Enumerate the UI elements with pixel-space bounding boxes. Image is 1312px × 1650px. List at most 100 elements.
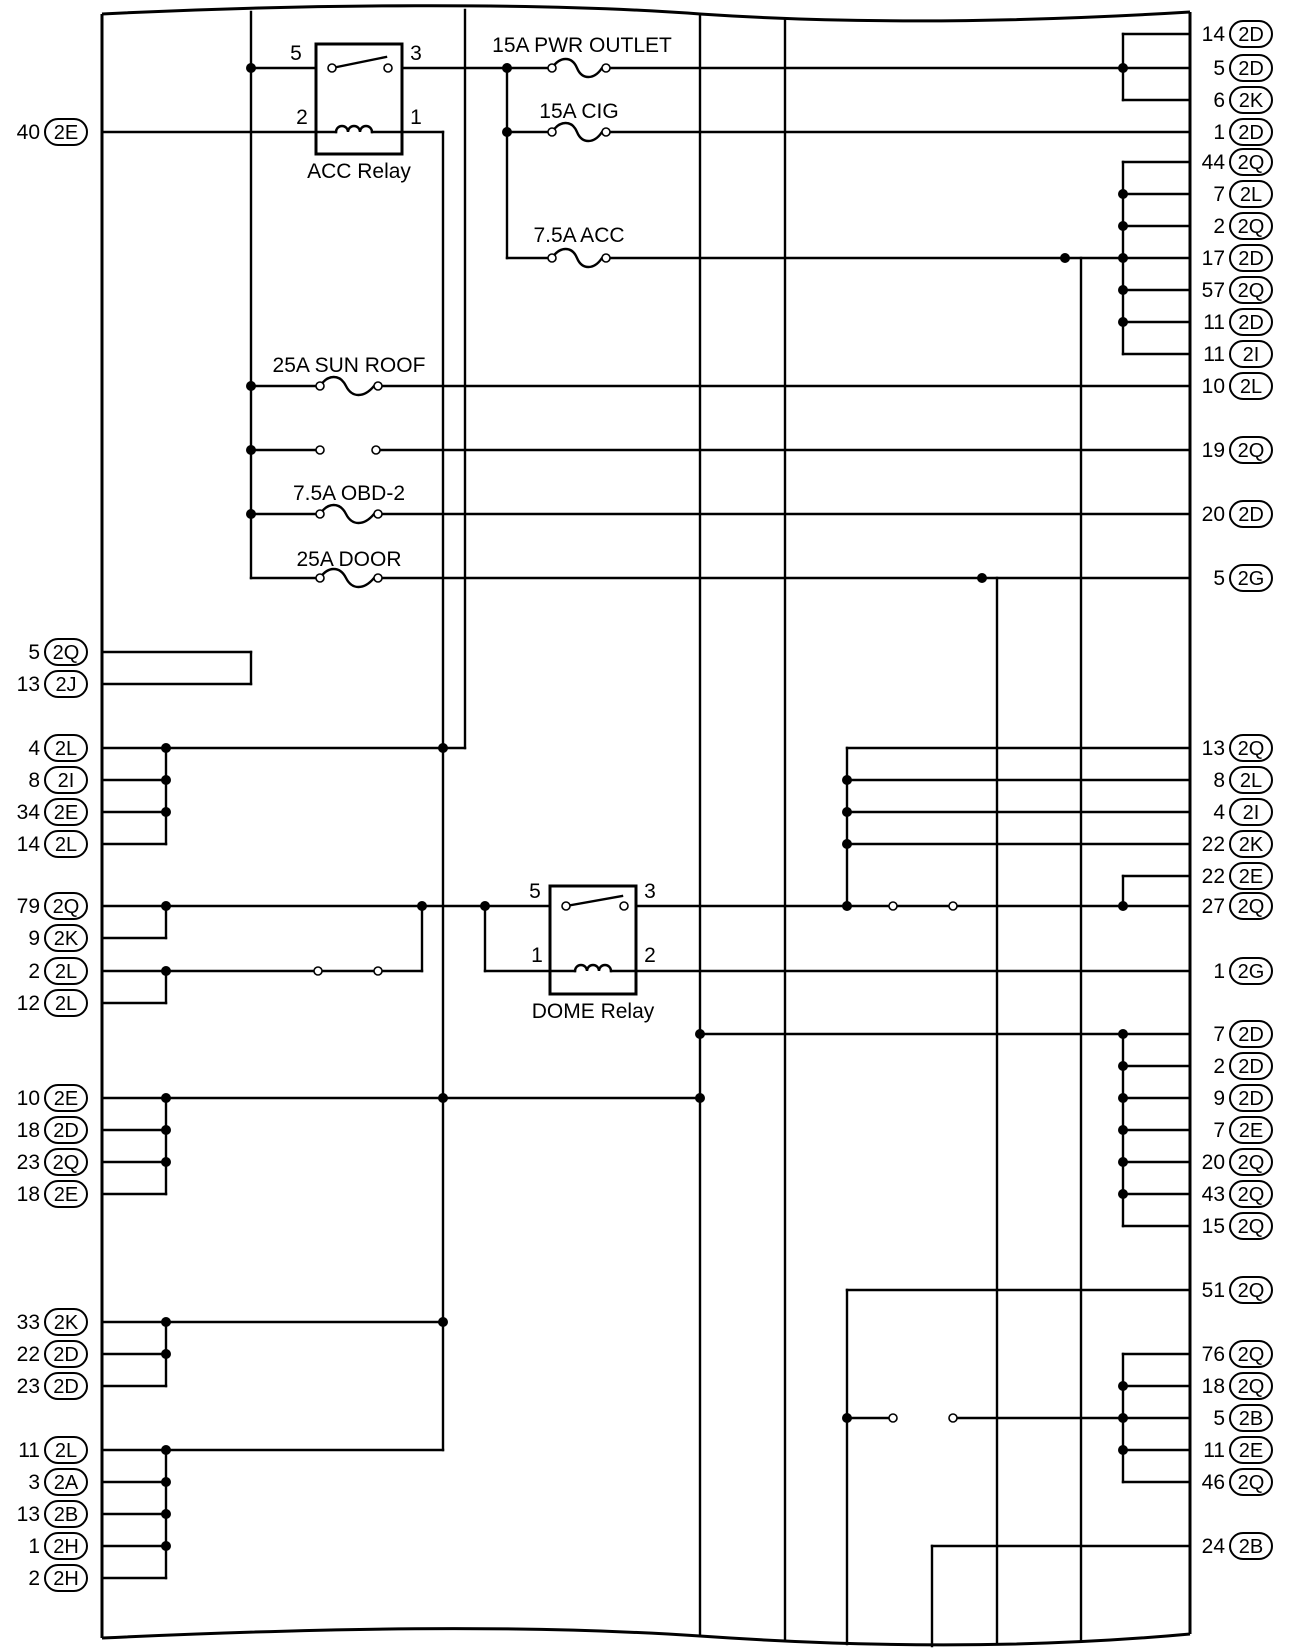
- dome-relay-pin-1: 1: [531, 944, 543, 967]
- connector-badge: [1229, 1052, 1273, 1080]
- connector-pin-number: 4: [28, 737, 40, 760]
- connector-pin-number: 13: [1202, 737, 1225, 760]
- junction-dot: [502, 127, 512, 137]
- fuse-sun-roof-symbol: [315, 375, 383, 397]
- connector-pin-number: 18: [1202, 1375, 1225, 1398]
- connector-badge: [44, 798, 88, 826]
- connector-code: 2H: [53, 1568, 79, 1590]
- junction-dot: [1118, 285, 1128, 295]
- connector-code: 2D: [1238, 504, 1264, 526]
- connector-code: 2I: [58, 770, 75, 792]
- short-link-right: [888, 901, 958, 911]
- connector-code: 2E: [54, 122, 78, 144]
- connector-badge: [44, 766, 88, 794]
- dome-relay-pin-2: 2: [644, 944, 656, 967]
- dome-relay-label: DOME Relay: [532, 1000, 655, 1023]
- connector-code: 2Q: [1238, 1280, 1265, 1302]
- connector-code: 2B: [54, 1504, 78, 1526]
- connector-badge: [1229, 244, 1273, 272]
- connector-pin-number: 46: [1202, 1471, 1225, 1494]
- fuse-label-pwr-outlet: 15A PWR OUTLET: [492, 34, 672, 57]
- connector-pin-number: 22: [1202, 865, 1225, 888]
- connector-badge: [44, 830, 88, 858]
- connector-badge: [1229, 372, 1273, 400]
- connector-badge: [1229, 86, 1273, 114]
- connector-code: 2Q: [1238, 1376, 1265, 1398]
- connector-pin-number: 79: [17, 895, 40, 918]
- connector-pin-number: 3: [28, 1471, 40, 1494]
- fuse-label-door: 25A DOOR: [296, 548, 401, 571]
- connector-code: 2H: [53, 1536, 79, 1558]
- acc-relay-pin-3: 3: [410, 42, 422, 65]
- connector-code: 2Q: [53, 1152, 80, 1174]
- connector-badge: [44, 892, 88, 920]
- junction-dot: [246, 63, 256, 73]
- connector-code: 2D: [1238, 122, 1264, 144]
- connector-badge: [44, 1468, 88, 1496]
- connector-pin-number: 4: [1213, 801, 1225, 824]
- acc-relay-pin-1: 1: [410, 106, 422, 129]
- connector-badge: [44, 118, 88, 146]
- junction-dot: [161, 901, 171, 911]
- connector-badge: [1229, 1436, 1273, 1464]
- connector-badge: [1229, 1468, 1273, 1496]
- junction-dot: [246, 381, 256, 391]
- connector-code: 2E: [1239, 1120, 1263, 1142]
- short-link-left: [313, 966, 383, 976]
- junction-dot: [1118, 221, 1128, 231]
- fuse-obd2-symbol: [315, 503, 383, 525]
- connector-badge: [44, 670, 88, 698]
- connector-badge: [44, 957, 88, 985]
- fuse-symbols: [313, 57, 958, 1423]
- junction-dot: [1118, 1061, 1128, 1071]
- connector-code: 2L: [1240, 184, 1262, 206]
- junction-dot: [502, 63, 512, 73]
- connector-pin-number: 76: [1202, 1343, 1225, 1366]
- junction-dot: [1060, 253, 1070, 263]
- connector-code: 2K: [54, 1312, 79, 1334]
- junction-dot: [161, 775, 171, 785]
- connector-badge: [44, 1180, 88, 1208]
- connector-pin-number: 7: [1213, 1119, 1225, 1142]
- connector-code: 2L: [55, 993, 77, 1015]
- connector-badge: [1229, 1148, 1273, 1176]
- junction-dot: [842, 775, 852, 785]
- connector-code: 2Q: [1238, 280, 1265, 302]
- connector-badge: [1229, 798, 1273, 826]
- connector-pin-number: 7: [1213, 183, 1225, 206]
- junction-dot: [161, 1125, 171, 1135]
- wires: [100, 8, 1192, 1648]
- junction-dot: [161, 1445, 171, 1455]
- junction-dot: [1118, 317, 1128, 327]
- connector-code: 2K: [54, 928, 79, 950]
- fuse-label-acc: 7.5A ACC: [533, 224, 624, 247]
- junction-dot: [161, 1317, 171, 1327]
- connector-code: 2E: [54, 1088, 78, 1110]
- connector-pin-number: 2: [28, 960, 40, 983]
- fuse-acc-symbol: [547, 247, 611, 269]
- connector-badge: [1229, 830, 1273, 858]
- connector-badge: [44, 1436, 88, 1464]
- connector-badge: [1229, 564, 1273, 592]
- connector-pin-number: 23: [17, 1151, 40, 1174]
- connector-badge: [1229, 148, 1273, 176]
- connector-pin-number: 10: [1202, 375, 1225, 398]
- connector-badge: [1229, 957, 1273, 985]
- connector-badge: [44, 1532, 88, 1560]
